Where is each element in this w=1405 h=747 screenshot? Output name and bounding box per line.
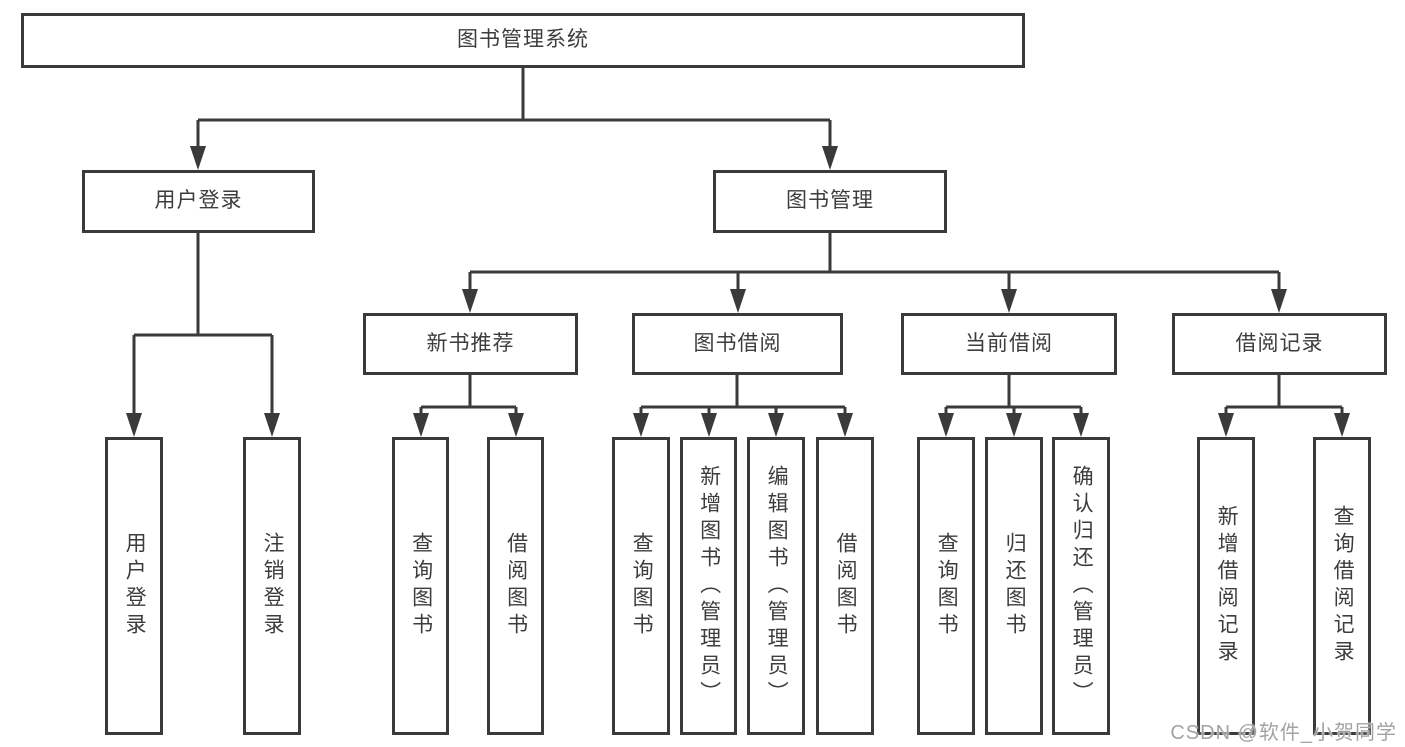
leaf-return-books: 归还图书	[985, 437, 1043, 735]
node-book-borrowing: 图书借阅	[632, 313, 843, 375]
leaf-query-books-recommend: 查询图书	[392, 437, 449, 735]
node-new-book-recommend: 新书推荐	[363, 313, 578, 375]
node-current-borrowing: 当前借阅	[901, 313, 1117, 375]
arrow-down-icon	[1001, 289, 1017, 313]
arrow-down-icon	[938, 413, 954, 437]
connector-currentborrow-to-leaves	[944, 375, 1083, 414]
node-book-management: 图书管理	[713, 170, 947, 233]
leaf-query-borrow-record: 查询借阅记录	[1313, 437, 1371, 735]
leaf-add-books-admin: 新增图书（管理员）	[680, 437, 737, 735]
arrow-down-icon	[1271, 289, 1287, 313]
arrowheads	[126, 146, 1350, 437]
arrow-down-icon	[1073, 413, 1089, 437]
connector-records-to-leaves	[1224, 375, 1344, 414]
connector-newbook-to-leaves	[419, 375, 518, 414]
node-library-system: 图书管理系统	[21, 13, 1025, 68]
arrow-down-icon	[508, 413, 524, 437]
leaf-query-books-borrowing: 查询图书	[612, 437, 670, 735]
arrow-down-icon	[1334, 413, 1350, 437]
arrow-down-icon	[701, 413, 717, 437]
leaf-borrow-books: 借阅图书	[816, 437, 874, 735]
leaf-logout: 注销登录	[243, 437, 301, 735]
leaf-user-login: 用户登录	[105, 437, 163, 735]
connector-stems	[132, 68, 1344, 414]
connector-bookmgmt-to-level3	[468, 233, 1281, 289]
arrow-down-icon	[264, 413, 280, 437]
arrow-down-icon	[768, 413, 784, 437]
connector-root-to-level2	[196, 68, 832, 146]
connector-bookborrow-to-leaves	[639, 375, 847, 414]
leaf-confirm-return-admin: 确认归还（管理员）	[1052, 437, 1110, 735]
leaf-add-borrow-record: 新增借阅记录	[1197, 437, 1255, 735]
arrow-down-icon	[1218, 413, 1234, 437]
leaf-edit-books-admin: 编辑图书（管理员）	[747, 437, 805, 735]
connector-userlogin-to-leaves	[132, 233, 274, 413]
node-borrowing-records: 借阅记录	[1172, 313, 1387, 375]
node-user-login: 用户登录	[82, 170, 315, 233]
arrow-down-icon	[190, 146, 206, 170]
arrow-down-icon	[126, 413, 142, 437]
arrow-down-icon	[837, 413, 853, 437]
arrow-down-icon	[730, 289, 746, 313]
arrow-down-icon	[413, 413, 429, 437]
arrow-down-icon	[1006, 413, 1022, 437]
leaf-query-books-current: 查询图书	[917, 437, 975, 735]
leaf-borrow-books-recommend: 借阅图书	[487, 437, 544, 735]
csdn-watermark: CSDN @软件_小贺同学	[1170, 722, 1397, 744]
arrow-down-icon	[822, 146, 838, 170]
arrow-down-icon	[462, 289, 478, 313]
arrow-down-icon	[633, 413, 649, 437]
